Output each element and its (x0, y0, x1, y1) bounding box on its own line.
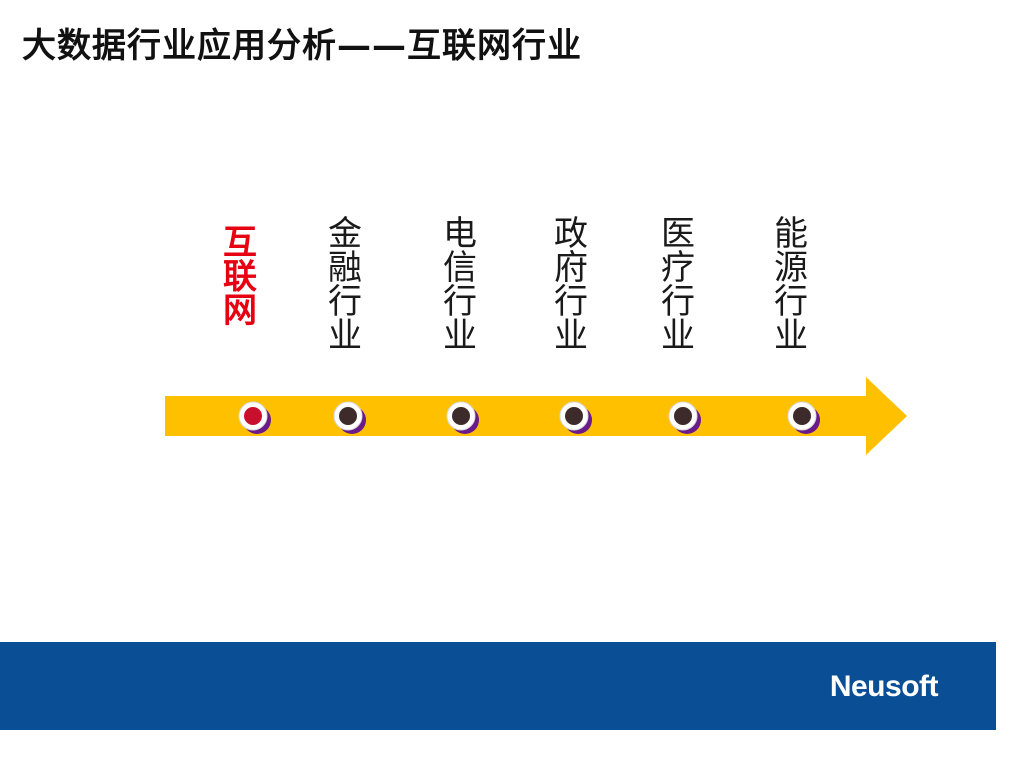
timeline-node-1 (238, 401, 271, 434)
timeline-node-dot (793, 407, 811, 425)
timeline-label-6: 能源行业 (774, 214, 808, 356)
timeline-node-dot (565, 407, 583, 425)
timeline-node-3 (446, 401, 479, 434)
timeline-label-1: 互联网 (223, 223, 257, 331)
timeline-node-dot (452, 407, 470, 425)
timeline-label-4: 政府行业 (554, 214, 588, 356)
timeline-arrow (165, 377, 907, 455)
timeline-node-dot (674, 407, 692, 425)
timeline-label-2: 金融行业 (328, 214, 362, 356)
timeline-label-3: 电信行业 (443, 214, 477, 356)
timeline-node-dot-active (244, 407, 262, 425)
timeline-node-6 (787, 401, 820, 434)
timeline-node-4 (559, 401, 592, 434)
neusoft-logo: Neusoft (829, 670, 939, 703)
timeline-node-2 (333, 401, 366, 434)
timeline-node-dot (339, 407, 357, 425)
timeline-arrow-diagram (165, 377, 907, 455)
footer-band: Neusoft (0, 642, 996, 730)
timeline-label-5: 医疗行业 (661, 214, 695, 356)
slide-title: 大数据行业应用分析——互联网行业 (22, 26, 582, 66)
timeline-node-5 (668, 401, 701, 434)
timeline-nodes (238, 401, 820, 434)
